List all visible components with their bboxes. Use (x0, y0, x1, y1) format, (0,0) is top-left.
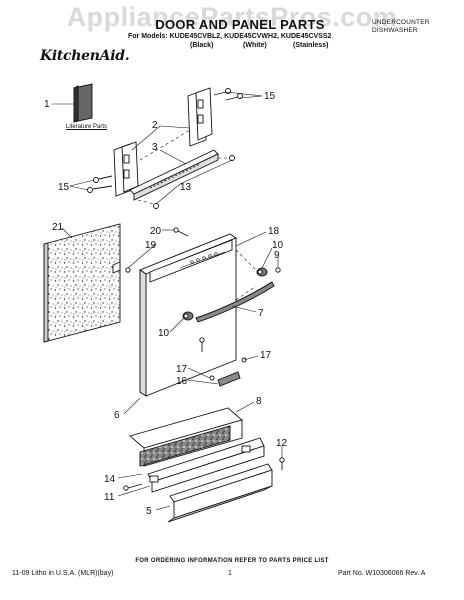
brand-logo: KitchenAid. (40, 48, 130, 64)
mounting-rail (129, 149, 219, 201)
callout-19: 19 (145, 240, 157, 251)
finish-stainless: (Stainless) (293, 42, 329, 49)
callout-9: 9 (274, 250, 280, 261)
insulation-strip (139, 425, 231, 467)
callout-7: 7 (258, 308, 264, 319)
callout-15: 15 (58, 182, 70, 193)
handle-end-caps (182, 267, 268, 321)
toe-kick (167, 463, 273, 523)
callout-17: 17 (260, 350, 272, 361)
right-top-bracket (187, 87, 213, 147)
callout-1: 1 (44, 99, 50, 110)
callout-15: 15 (264, 91, 276, 102)
callout-2: 2 (152, 120, 158, 131)
callout-8: 8 (256, 396, 262, 407)
callout-10: 10 (272, 240, 284, 251)
callout-6: 6 (114, 410, 120, 421)
toe-kick-screws (123, 457, 285, 491)
callout-numbers: 1 15 2 3 15 13 21 20 19 18 10 9 7 10 17 … (44, 91, 288, 517)
callout-12: 12 (276, 438, 288, 449)
callout-18: 18 (268, 226, 280, 237)
litho-info: 11-09 Litho in U.S.A. (MLR)(bay) (12, 570, 114, 577)
decorative-panel (43, 223, 121, 343)
callout-11: 11 (104, 492, 115, 503)
control-slots (190, 252, 218, 264)
callout-14: 14 (104, 474, 116, 485)
models-line: For Models: KUDE45CVBL2, KUDE45CVWH2, KU… (128, 33, 332, 40)
finish-white: (White) (243, 42, 267, 49)
callout-13: 13 (180, 182, 192, 193)
page-title: DOOR AND PANEL PARTS (155, 17, 325, 32)
callout-10: 10 (158, 328, 170, 339)
toe-panel-bracket (147, 437, 265, 493)
part-number: Part No. W10306066 Rev. A (338, 570, 426, 577)
ordering-note: FOR ORDERING INFORMATION REFER TO PARTS … (135, 558, 329, 564)
category-line-2: DISHWASHER (372, 27, 418, 34)
callout-17: 17 (176, 364, 188, 375)
rail-screws (153, 155, 235, 209)
callout-16: 16 (176, 376, 188, 387)
callout-21: 21 (52, 222, 64, 233)
literature-booklet (73, 83, 93, 123)
screws-left (87, 175, 113, 193)
literature-parts-label: Literature Parts (66, 124, 108, 130)
top-door-screws (112, 227, 189, 274)
door-handle (195, 281, 275, 323)
callout-3: 3 (152, 142, 158, 153)
finish-black: (Black) (190, 42, 214, 49)
screws-top-right (213, 88, 243, 101)
category-line-1: UNDERCOUNTER (372, 19, 430, 26)
callout-5: 5 (146, 506, 152, 517)
page-number: 1 (228, 570, 232, 577)
callout-20: 20 (150, 226, 162, 237)
